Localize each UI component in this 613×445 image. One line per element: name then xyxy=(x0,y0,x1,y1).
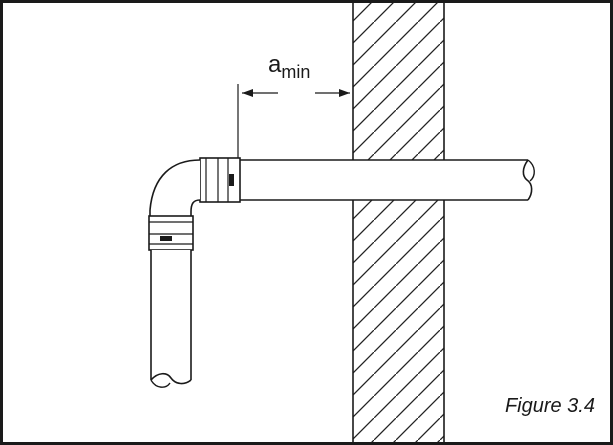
wall xyxy=(352,3,445,442)
fitting-collar-horizontal xyxy=(199,157,241,203)
pipe-break-bottom xyxy=(150,372,192,385)
dimension-symbol: a xyxy=(268,51,282,78)
figure-caption: Figure 3.4 xyxy=(505,395,595,417)
dimension-arrow-right xyxy=(315,89,350,97)
pipe-break-right xyxy=(522,159,533,201)
dimension-arrow-left xyxy=(242,89,278,97)
horizontal-pipe xyxy=(240,159,535,201)
elbow-fitting xyxy=(149,159,201,216)
dimension-label: amin xyxy=(268,51,310,82)
fitting-collar-vertical xyxy=(148,215,194,251)
dimension-subscript: min xyxy=(281,62,310,82)
vertical-pipe xyxy=(150,250,192,388)
